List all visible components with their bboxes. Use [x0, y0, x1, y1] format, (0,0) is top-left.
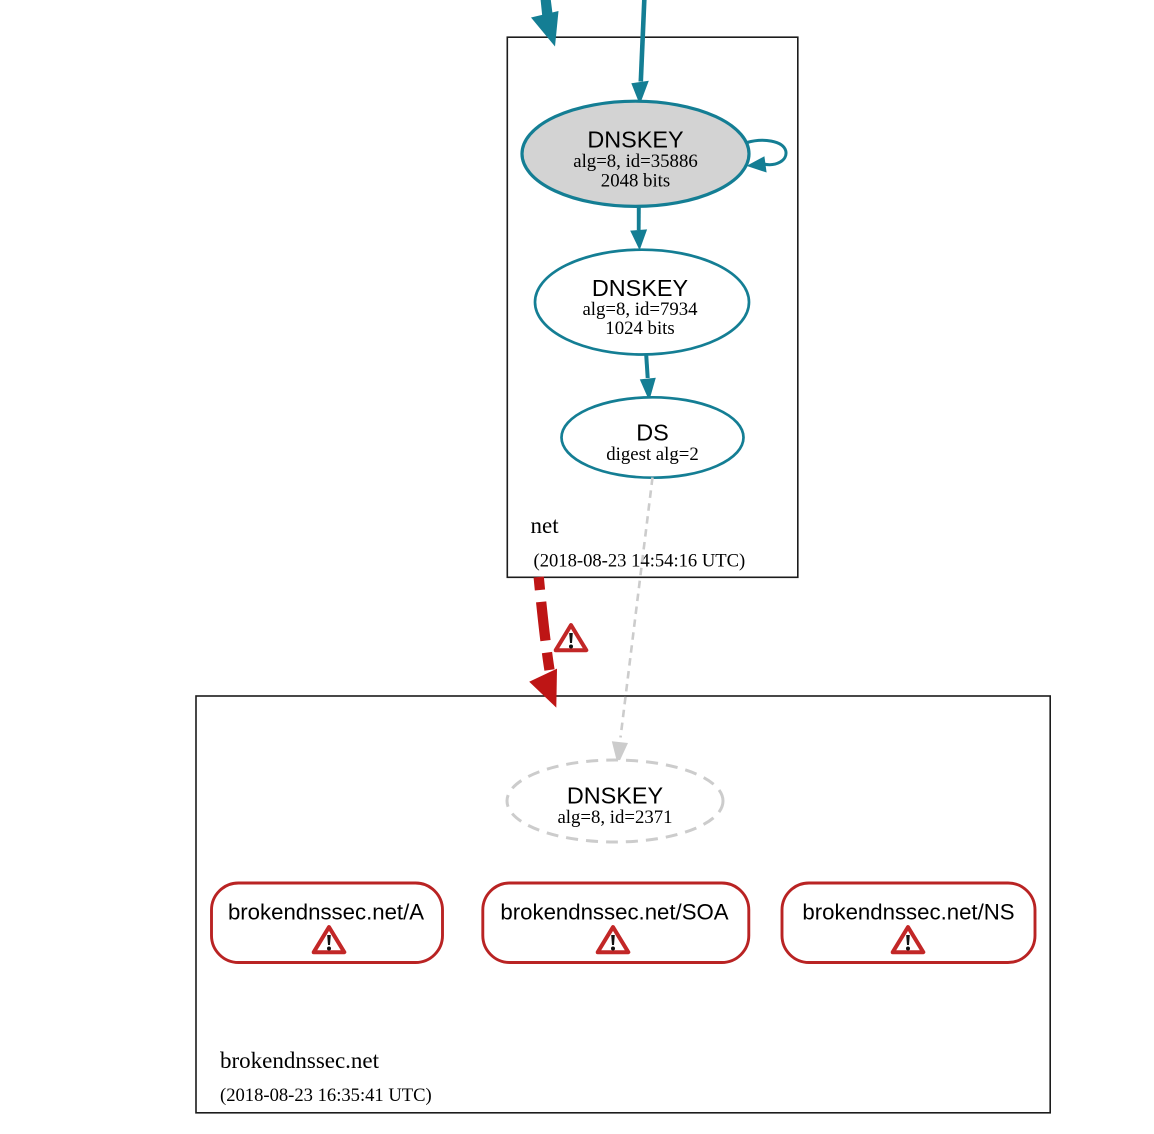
svg-text:alg=8, id=2371: alg=8, id=2371: [557, 807, 672, 828]
svg-text:alg=8, id=7934: alg=8, id=7934: [582, 299, 698, 320]
svg-text:(2018-08-23 14:54:16 UTC): (2018-08-23 14:54:16 UTC): [534, 551, 746, 572]
svg-text:2048 bits: 2048 bits: [601, 170, 670, 191]
svg-text:(2018-08-23 16:35:41 UTC): (2018-08-23 16:35:41 UTC): [220, 1085, 432, 1106]
svg-text:brokendnssec.net/A: brokendnssec.net/A: [228, 899, 424, 924]
svg-text:brokendnssec.net/NS: brokendnssec.net/NS: [802, 899, 1014, 924]
svg-text:alg=8, id=35886: alg=8, id=35886: [573, 151, 697, 172]
svg-text:digest alg=2: digest alg=2: [606, 444, 699, 465]
svg-text:brokendnssec.net/SOA: brokendnssec.net/SOA: [500, 899, 728, 924]
svg-text:DS: DS: [636, 420, 669, 446]
svg-text:DNSKEY: DNSKEY: [592, 275, 689, 301]
svg-text:DNSKEY: DNSKEY: [587, 127, 684, 153]
svg-text:brokendnssec.net: brokendnssec.net: [220, 1048, 380, 1073]
svg-text:DNSKEY: DNSKEY: [567, 783, 664, 809]
svg-text:net: net: [531, 513, 560, 538]
svg-text:1024 bits: 1024 bits: [605, 318, 674, 339]
